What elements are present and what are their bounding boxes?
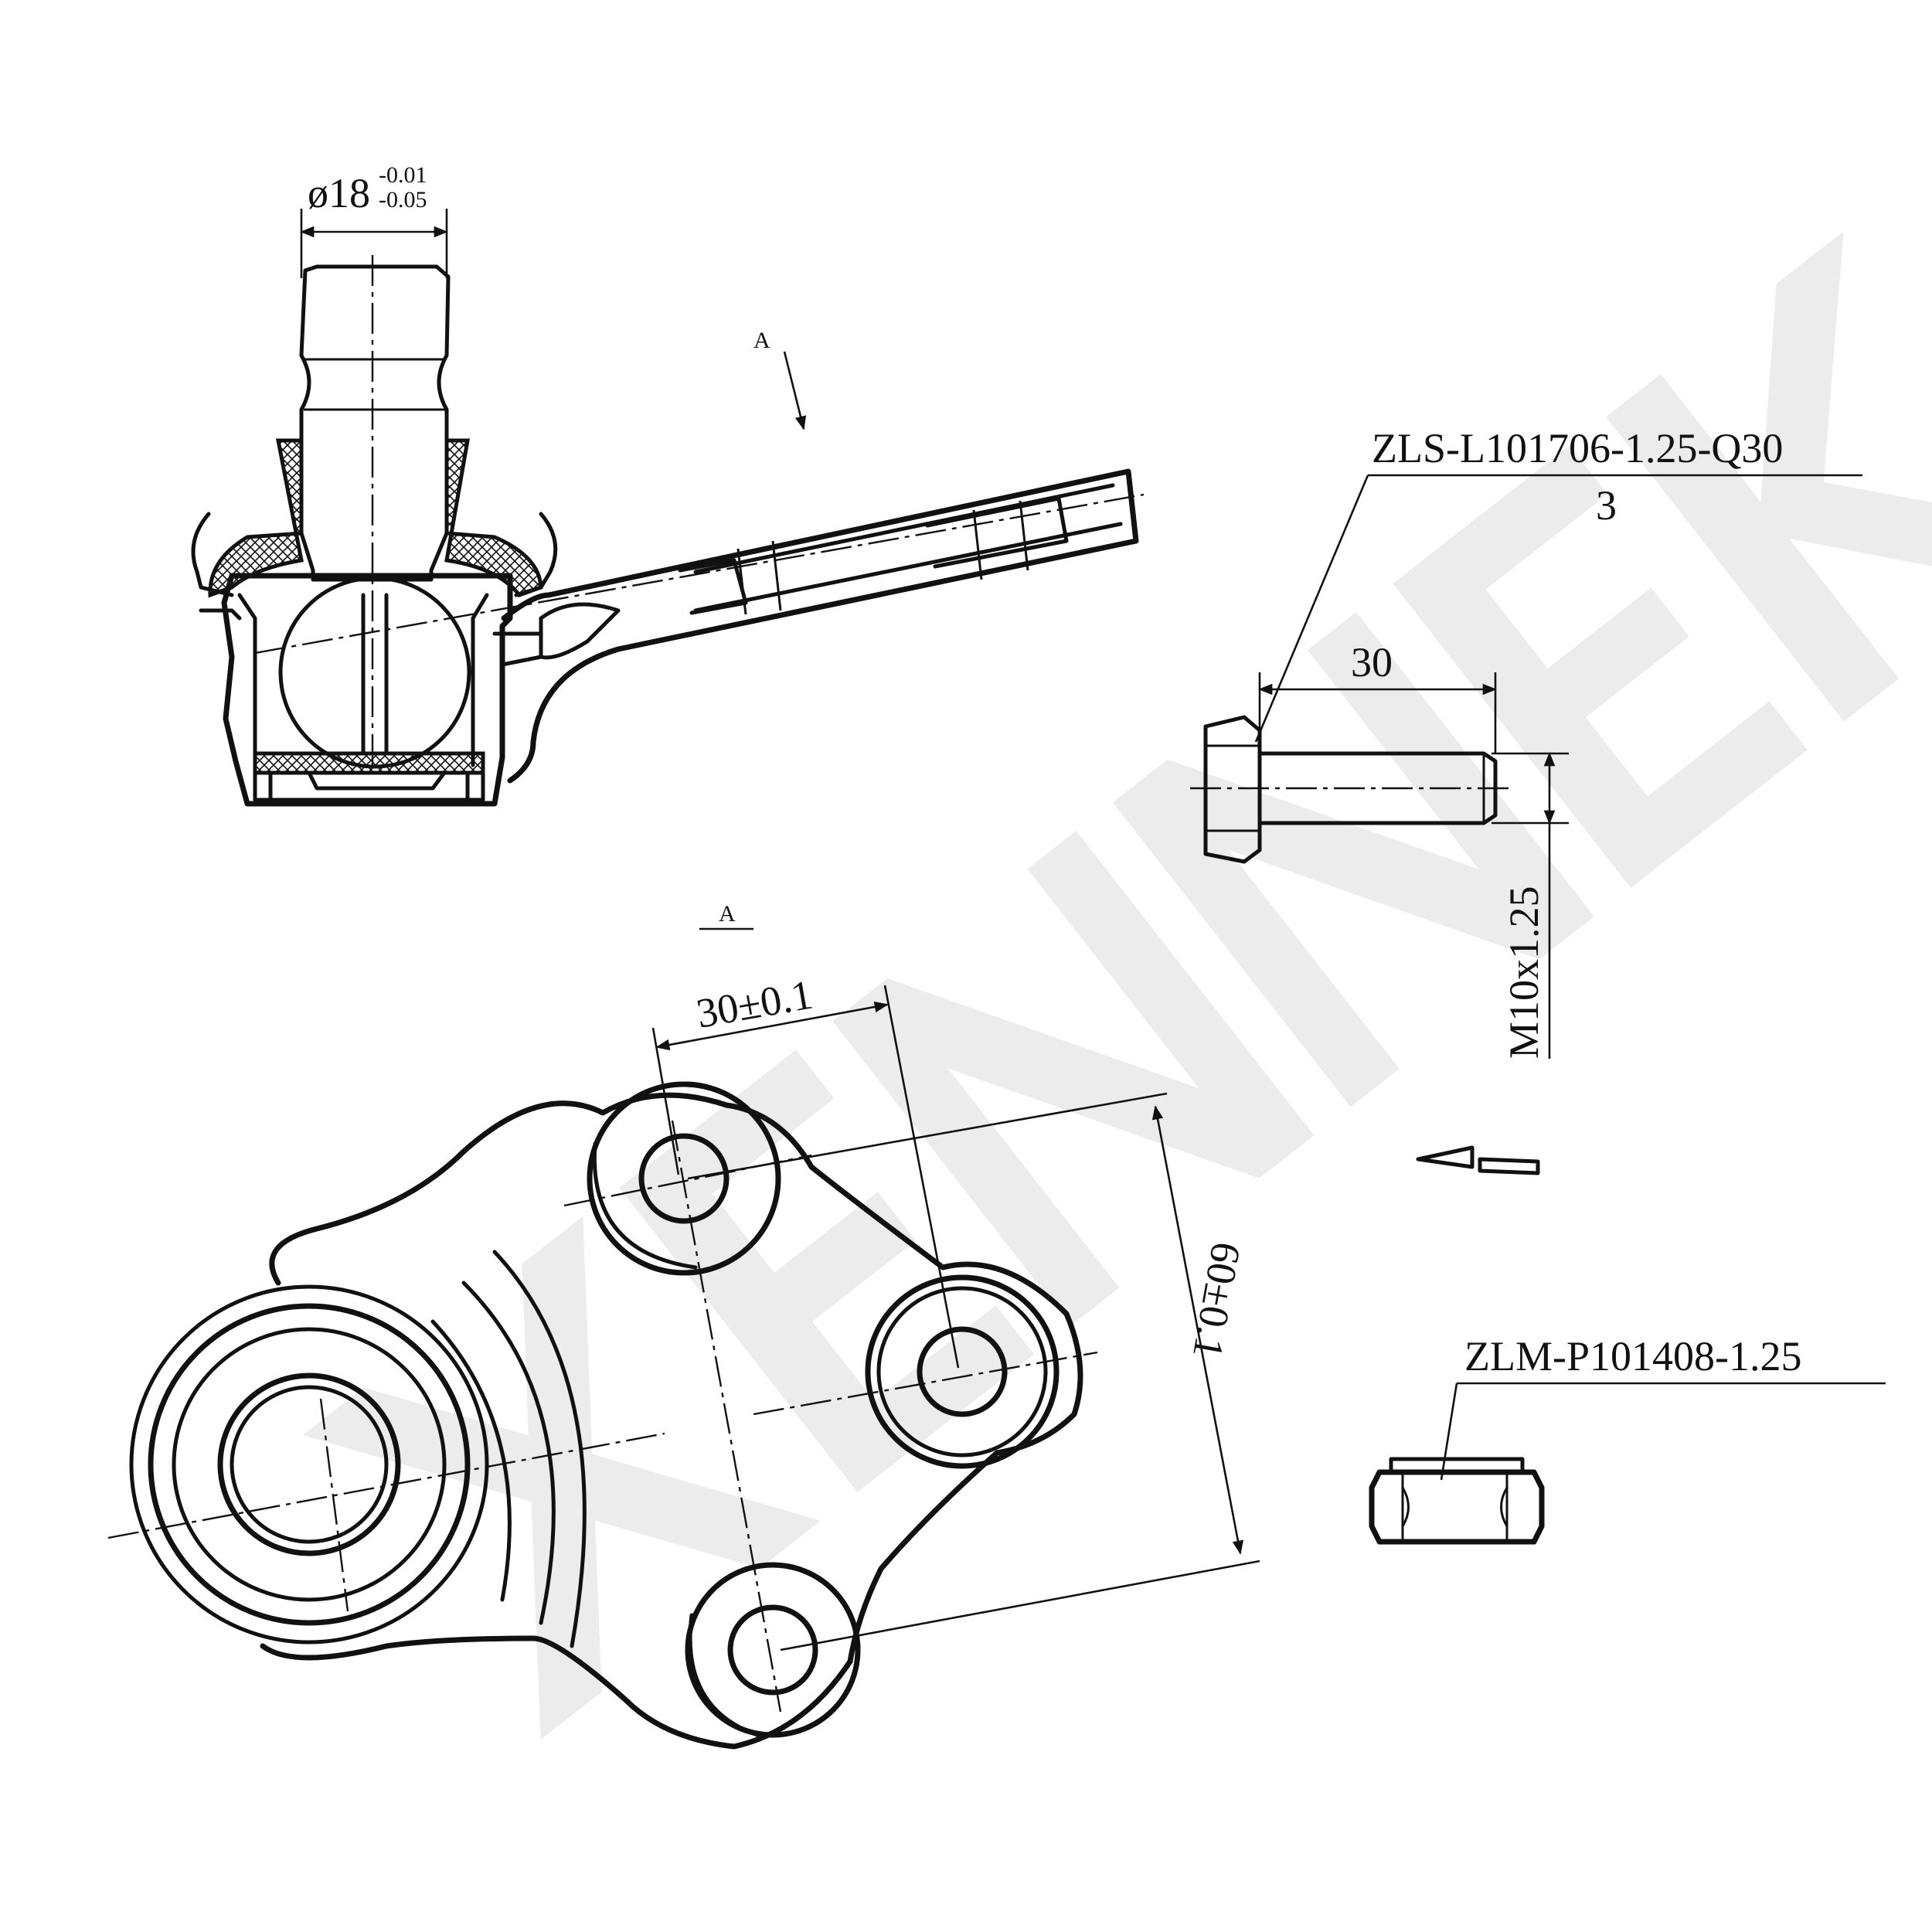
bolt-length-dimension: 30: [1258, 639, 1497, 753]
hole-spacing-label: 30±0.1: [693, 971, 816, 1036]
section-marker-a: A: [753, 328, 807, 430]
bolt-leader: ZLS-L101706-1.25-Q30 3: [1254, 425, 1862, 743]
bolt-length-label: 30: [1351, 639, 1393, 685]
section-marker-letter: A: [753, 328, 770, 353]
bolt-thread-label: M10x1.25: [1501, 886, 1547, 1059]
bolt-drawing: [1190, 715, 1515, 864]
stud-tol-upper: -0.01: [379, 162, 427, 188]
bolt-part-code: ZLS-L101706-1.25-Q30: [1372, 425, 1783, 471]
nut-leader: ZLM-P101408-1.25: [1440, 1333, 1886, 1481]
ball-joint-section-view: [191, 255, 1145, 807]
stud-tol-lower: -0.05: [379, 187, 427, 213]
nut-drawing: [1369, 1457, 1545, 1545]
ball-joint-plan-view: [107, 1081, 1098, 1750]
bolt-quantity: 3: [1596, 482, 1617, 529]
surface-finish-symbol: [1416, 1145, 1540, 1175]
hole-span-label: 60±0.1: [1184, 1239, 1250, 1362]
view-label-letter: A: [719, 901, 736, 927]
stud-diameter-label: ø18: [308, 170, 370, 216]
view-label-a: A: [699, 901, 753, 930]
bolt-thread-dimension: M10x1.25: [1492, 752, 1569, 1059]
nut-part-code: ZLM-P101408-1.25: [1464, 1333, 1801, 1379]
stud-diameter-dimension: ø18 -0.01 -0.05: [300, 162, 448, 278]
